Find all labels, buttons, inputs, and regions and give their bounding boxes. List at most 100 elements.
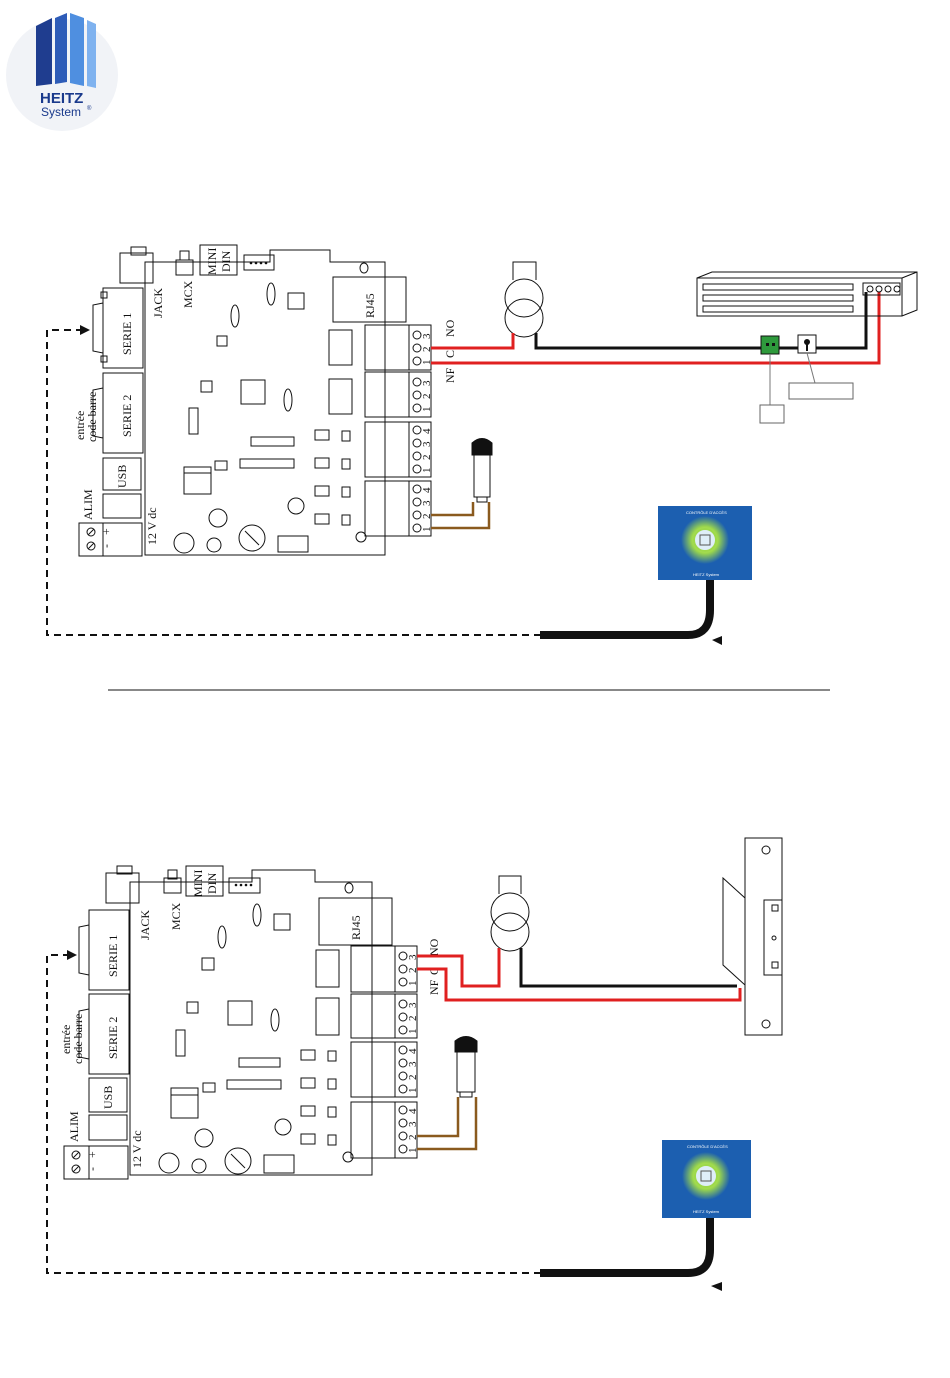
label-code-barre: code barre bbox=[85, 392, 99, 442]
term-2-2: 2 bbox=[421, 394, 433, 400]
wire-red-2b bbox=[417, 967, 742, 1002]
jack-connector-2 bbox=[105, 872, 140, 904]
label-plus-2: + bbox=[85, 1151, 99, 1158]
term2-1-3: 3 bbox=[407, 954, 419, 960]
term2-4-3: 3 bbox=[407, 1121, 419, 1127]
serie1-connector-2 bbox=[88, 909, 130, 991]
term2-2-2: 2 bbox=[407, 1016, 419, 1022]
serial-link-1 bbox=[46, 329, 541, 636]
wire-black-2 bbox=[519, 948, 737, 988]
power-terminal bbox=[78, 522, 143, 557]
magnetic-lock bbox=[696, 271, 918, 317]
usb-connector bbox=[102, 457, 142, 491]
term2-4-1: 1 bbox=[407, 1148, 419, 1154]
mcx-connector-2 bbox=[163, 877, 182, 894]
exit-button-2 bbox=[454, 1036, 478, 1098]
diagram-strike-labels: JACK MCX MINI DIN RJ45 SERIE 1 SERIE 2 e… bbox=[59, 870, 441, 1171]
label-minus-2: - bbox=[85, 1167, 99, 1171]
callout-box-2 bbox=[788, 382, 854, 400]
label-serie2: SERIE 2 bbox=[120, 395, 134, 437]
transformer-1 bbox=[504, 261, 544, 338]
label-entree: entrée bbox=[73, 411, 87, 440]
heitz-logo: HEITZ System ® bbox=[6, 13, 118, 131]
label-jack-2: JACK bbox=[138, 910, 152, 940]
term-2-3: 3 bbox=[421, 380, 433, 386]
term2-2-1: 1 bbox=[407, 1029, 419, 1035]
controller-board-2 bbox=[129, 869, 373, 1176]
reader-cable-2 bbox=[540, 1218, 714, 1277]
term2-4-2: 2 bbox=[407, 1135, 419, 1141]
wire-brown-2b bbox=[417, 1097, 478, 1151]
term-1-3: 3 bbox=[421, 333, 433, 339]
label-nf: NF bbox=[443, 367, 457, 383]
callout-box-1 bbox=[759, 404, 785, 424]
diagram-maglock-labels: JACK MCX MINI DIN RJ45 SERIE 1 SERIE 2 e… bbox=[73, 248, 457, 548]
label-serie2-2: SERIE 2 bbox=[106, 1017, 120, 1059]
term2-1-2: 2 bbox=[407, 968, 419, 974]
label-plus: + bbox=[99, 528, 113, 535]
label-rj45-2: RJ45 bbox=[349, 915, 363, 940]
term2-2-3: 3 bbox=[407, 1002, 419, 1008]
reader-2-brand: HEITZ System bbox=[693, 1209, 720, 1214]
green-terminal bbox=[760, 335, 780, 355]
term2-3-2: 2 bbox=[407, 1075, 419, 1081]
label-alim: ALIM bbox=[81, 489, 95, 520]
term-1-2: 2 bbox=[421, 347, 433, 353]
label-serie1-2: SERIE 1 bbox=[106, 935, 120, 977]
reader-1-title: CONTRÔLE D'ACCÈS bbox=[686, 510, 727, 515]
label-rj45: RJ45 bbox=[363, 293, 377, 318]
label-no-2: NO bbox=[427, 938, 441, 956]
term-3-4: 4 bbox=[421, 428, 433, 434]
brand-registered: ® bbox=[87, 105, 92, 112]
term2-3-1: 1 bbox=[407, 1088, 419, 1094]
label-no: NO bbox=[443, 319, 457, 337]
term-4-3: 3 bbox=[421, 500, 433, 506]
brand-subname: System bbox=[41, 105, 81, 119]
usb-connector-2 bbox=[88, 1077, 128, 1113]
term-3-2: 2 bbox=[421, 455, 433, 461]
alim-connector-2 bbox=[88, 1114, 128, 1141]
access-reader-1: CONTRÔLE D'ACCÈS HEITZ System bbox=[658, 506, 752, 580]
wire-brown-2a bbox=[417, 1097, 460, 1138]
term2-3-3: 3 bbox=[407, 1061, 419, 1067]
term-4-4: 4 bbox=[421, 487, 433, 493]
diagram-maglock bbox=[78, 244, 432, 557]
label-12vdc-2: 12 V dc bbox=[130, 1130, 144, 1168]
transformer-2 bbox=[490, 875, 530, 952]
controller-board bbox=[144, 249, 386, 556]
label-mcx: MCX bbox=[181, 280, 195, 308]
brand-name: HEITZ bbox=[40, 90, 83, 107]
label-alim-2: ALIM bbox=[67, 1111, 81, 1142]
access-reader-2: CONTRÔLE D'ACCÈS HEITZ System bbox=[662, 1140, 751, 1218]
label-minus: - bbox=[99, 544, 113, 548]
reader-2-title: CONTRÔLE D'ACCÈS bbox=[687, 1144, 728, 1149]
label-entree-2: entrée bbox=[59, 1025, 73, 1054]
term2-3-4: 4 bbox=[407, 1048, 419, 1054]
serie2-connector bbox=[102, 372, 144, 454]
label-mini-2: MINI bbox=[191, 870, 205, 897]
label-mini: MINI bbox=[205, 248, 219, 275]
label-code-barre-2: code barre bbox=[71, 1014, 85, 1064]
term2-4-4: 4 bbox=[407, 1108, 419, 1114]
term-4-2: 2 bbox=[421, 514, 433, 520]
serie2-connector-2 bbox=[88, 993, 130, 1075]
label-c-2: C bbox=[427, 967, 441, 975]
reader-cable-1 bbox=[540, 578, 714, 639]
reader-1-brand: HEITZ System bbox=[693, 572, 720, 577]
wire-red-2a bbox=[417, 948, 501, 988]
term-2-1: 1 bbox=[421, 407, 433, 413]
term-1-1: 1 bbox=[421, 360, 433, 366]
rj45-connector-2 bbox=[318, 897, 393, 946]
diagram-strike bbox=[63, 865, 418, 1180]
serial-link-2 bbox=[46, 954, 541, 1274]
label-din: DIN bbox=[219, 250, 233, 272]
wire-brown-1a bbox=[431, 502, 475, 517]
label-jack: JACK bbox=[151, 288, 165, 318]
wire-black-1 bbox=[534, 292, 868, 350]
serie1-connector bbox=[102, 287, 144, 369]
term2-1-1: 1 bbox=[407, 981, 419, 987]
jack-connector bbox=[119, 252, 154, 284]
label-12vdc: 12 V dc bbox=[145, 507, 159, 545]
term-4-1: 1 bbox=[421, 527, 433, 533]
